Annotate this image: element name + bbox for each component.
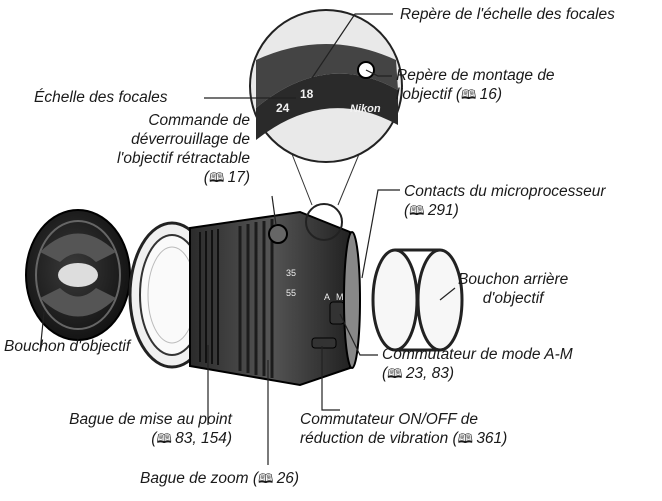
switch-label-a: A <box>324 292 330 302</box>
label-text: Commutateur ON/OFF de <box>300 411 479 428</box>
detail-brand: Nikon <box>350 103 381 115</box>
label-ref: 26) <box>276 470 300 487</box>
label-text: réduction de vibration ( <box>300 430 458 447</box>
label-text: Bouchon arrière <box>458 271 569 288</box>
detail-focal-24: 24 <box>276 101 290 115</box>
focal-number-55: 55 <box>286 288 296 298</box>
label-text: Contacts du microprocesseur <box>404 183 606 200</box>
book-icon: 🕮 <box>409 203 424 218</box>
book-icon: 🕮 <box>258 471 273 486</box>
label-vr-switch: Commutateur ON/OFF de réduction de vibra… <box>300 410 507 448</box>
label-text: d'objectif <box>482 290 544 307</box>
label-ref: 16) <box>479 86 503 103</box>
label-ref: 361) <box>476 430 508 447</box>
label-text: Échelle des focales <box>34 89 168 106</box>
detail-focal-18: 18 <box>300 87 314 101</box>
label-zoom-ring: Bague de zoom (🕮 26) <box>140 469 299 488</box>
lens-barrel-drawing: 35 55 A M <box>189 210 361 387</box>
detail-magnifier: 18 24 Nikon <box>249 9 403 241</box>
label-cpu-contacts: Contacts du microprocesseur (🕮 291) <box>404 183 606 219</box>
label-focus-ring: Bague de mise au point (🕮 83, 154) <box>69 411 232 447</box>
label-text: Commande de <box>148 112 250 129</box>
label-lens-cap: Bouchon d'objectif <box>4 337 130 356</box>
focal-number-35: 35 <box>286 268 296 278</box>
label-ref: 83, 154) <box>175 430 232 447</box>
switch-label-m: M <box>336 292 344 302</box>
label-text: déverrouillage de <box>131 131 250 148</box>
label-lens-release: Commande de déverrouillage de l'objectif… <box>116 112 250 186</box>
label-text: Bouchon d'objectif <box>4 338 131 355</box>
lens-cap-drawing <box>25 209 131 341</box>
label-ref: 23, 83) <box>405 365 455 382</box>
book-icon: 🕮 <box>460 87 476 102</box>
label-focal-length-mark: Repère de l'échelle des focales <box>400 5 615 24</box>
label-text: Bague de mise au point <box>69 411 232 428</box>
label-text: l'objectif ( <box>396 86 461 103</box>
label-mounting-mark: Repère de montage de l'objectif (🕮 16) <box>396 66 555 104</box>
label-ref: 291) <box>427 202 459 219</box>
book-icon: 🕮 <box>457 431 473 446</box>
leader-lines <box>39 13 456 465</box>
book-icon: 🕮 <box>156 431 171 446</box>
label-rear-cap: Bouchon arrière d'objectif <box>458 270 568 308</box>
rear-cap-drawing <box>371 248 464 352</box>
label-text: Bague de zoom ( <box>140 470 259 487</box>
label-text: l'objectif rétractable <box>116 150 250 167</box>
label-text: Repère de montage de <box>396 67 555 84</box>
label-ref: 17) <box>227 169 250 186</box>
label-focal-length-scale: Échelle des focales <box>34 88 168 107</box>
book-icon: 🕮 <box>387 366 402 381</box>
label-text: Repère de l'échelle des focales <box>400 6 615 23</box>
label-text: Commutateur de mode A-M <box>382 346 573 363</box>
label-am-switch: Commutateur de mode A-M (🕮 23, 83) <box>382 346 573 382</box>
book-icon: 🕮 <box>208 170 224 185</box>
